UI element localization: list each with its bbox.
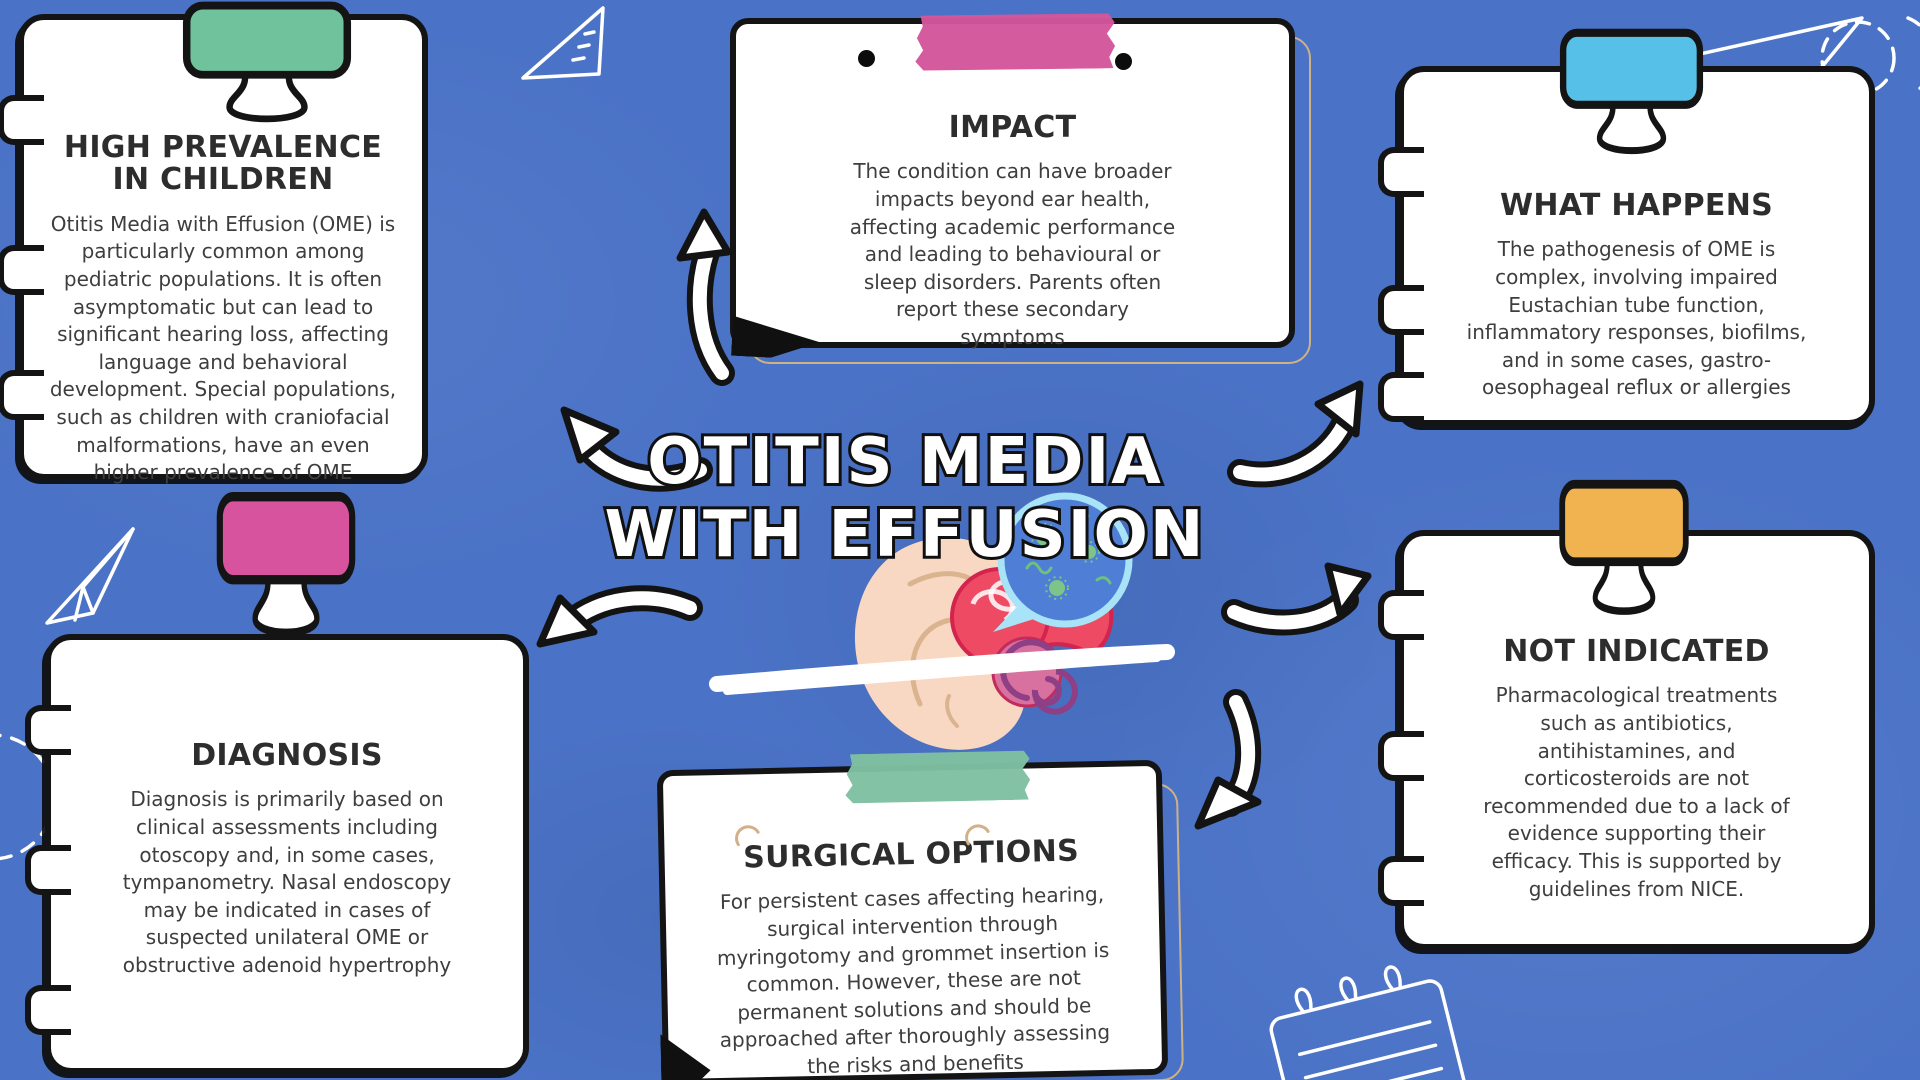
card-diagnosis: DIAGNOSIS Diagnosis is primarily based o… [25, 492, 529, 1074]
card-high-prevalence: HIGH PREVALENCE IN CHILDREN Otitis Media… [0, 1, 428, 484]
arrow-to-not-indicated [1221, 562, 1372, 636]
magnifier-bacteria-bubble [993, 492, 1133, 632]
binder-clip-icon [216, 492, 356, 637]
torn-tab [0, 95, 44, 145]
card-body-text: For persistent cases affecting hearing, … [716, 882, 1111, 1079]
arrow-to-surgical-options [1194, 689, 1262, 830]
card-body-text: Pharmacological treatments such as antib… [1483, 683, 1790, 901]
main-title-line2: WITH EFFUSION [602, 495, 1207, 575]
card-body-text: The pathogenesis of OME is complex, invo… [1466, 237, 1807, 400]
card-body-text: The condition can have broader impacts b… [849, 159, 1176, 349]
arrow-to-diagnosis [536, 585, 703, 648]
binder-clip-icon [1559, 479, 1689, 615]
ear-illustration [709, 492, 1175, 750]
card-title: WHAT HAPPENS [1499, 188, 1774, 223]
pin-dot [858, 50, 875, 67]
pin-dot [1115, 53, 1132, 70]
main-title-line1: OTITIS MEDIA [644, 422, 1164, 502]
torn-tab [1378, 285, 1424, 335]
binder-clip-icon [1559, 28, 1704, 154]
card-title: DIAGNOSIS [191, 738, 383, 773]
card-what-happens: WHAT HAPPENS The pathogenesis of OME is … [1378, 28, 1875, 426]
torn-tab [25, 845, 71, 895]
binder-clip-icon [182, 1, 352, 123]
card-body-text: Otitis Media with Effusion (OME) is part… [49, 211, 397, 485]
torn-tab [0, 245, 44, 295]
card-not-indicated: NOT INDICATED Pharmacological treatments… [1378, 479, 1875, 950]
torn-tab [1378, 856, 1424, 906]
torn-tab [0, 370, 44, 420]
card-title: SURGICAL OPTIONS [742, 833, 1080, 876]
torn-tab [1378, 372, 1424, 422]
card-title: NOT INDICATED [1503, 634, 1770, 669]
torn-tab [1378, 147, 1424, 197]
paper-curl-doodle [735, 825, 760, 847]
card-surgical-options: SURGICAL OPTIONS For persistent cases af… [656, 759, 1169, 1080]
card-title: IMPACT [948, 110, 1077, 145]
torn-tab [25, 705, 71, 755]
washi-tape [915, 12, 1116, 71]
notepad-doodle [1269, 965, 1468, 1080]
paper-curl-doodle [965, 824, 990, 846]
arrow-to-high-prevalence [560, 406, 713, 492]
torn-tab [25, 985, 71, 1035]
card-body-text: Diagnosis is primarily based on clinical… [122, 787, 452, 977]
folded-corner [660, 1028, 716, 1080]
paper-plane-doodle [45, 527, 135, 625]
arrow-to-impact [676, 208, 735, 386]
arrow-to-what-happens [1227, 380, 1364, 488]
torn-tab [1378, 731, 1424, 781]
washi-tape [844, 750, 1030, 805]
ruler-doodle [521, 6, 605, 80]
torn-tab [1378, 590, 1424, 640]
card-title: HIGH PREVALENCE IN CHILDREN [63, 130, 383, 198]
